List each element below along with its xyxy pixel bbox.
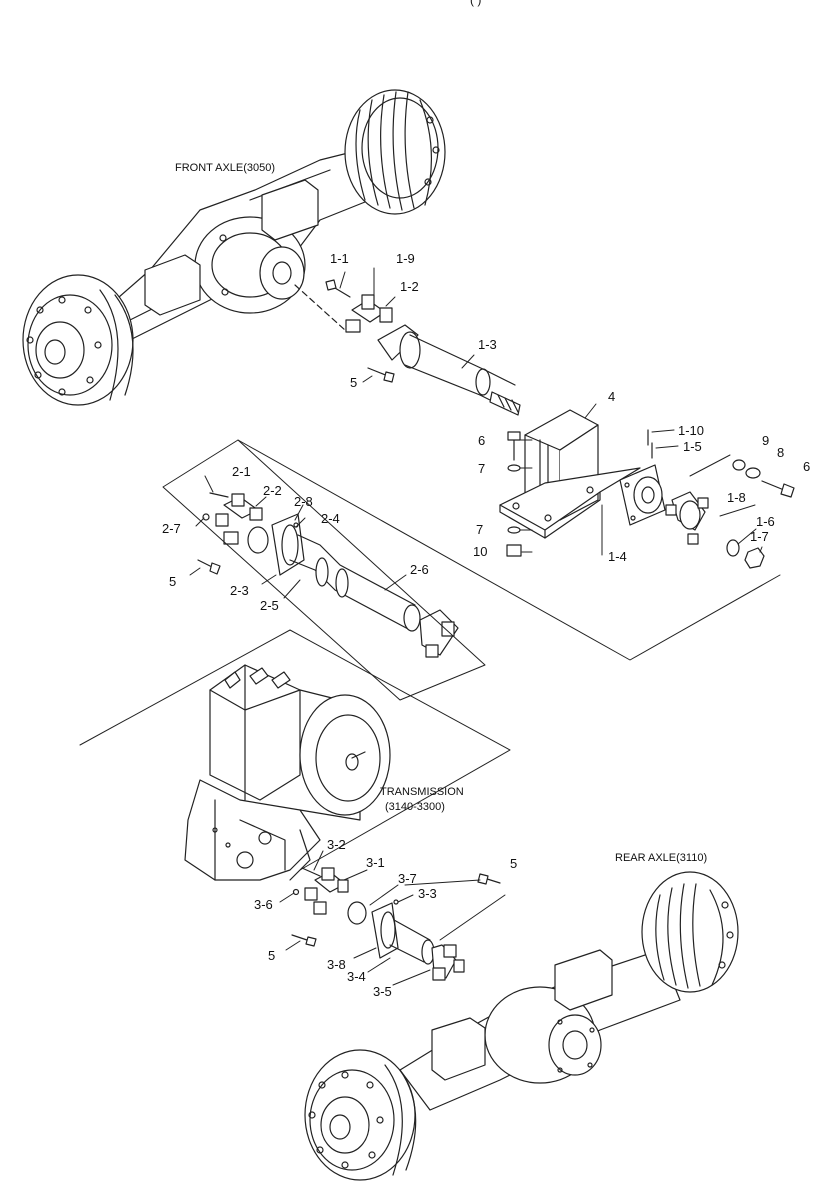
callout-1-6: 1-6 [756, 514, 775, 529]
rear-axle-caption: REAR AXLE(3110) [615, 852, 708, 864]
callout-1-7: 1-7 [750, 529, 769, 544]
callout-2-4: 2-4 [321, 511, 340, 526]
callout-1-8: 1-8 [727, 490, 746, 505]
callout-5-bottom: 5 [268, 948, 276, 963]
callout-2-5: 2-5 [260, 598, 279, 613]
rear-axle-illustration [304, 871, 739, 1181]
callout-1-2: 1-2 [400, 279, 419, 294]
callout-5-rear: 5 [510, 856, 518, 871]
callout-3-7: 3-7 [398, 871, 417, 886]
callout-5-mid: 5 [169, 574, 177, 589]
callout-1-4: 1-4 [608, 549, 627, 564]
callout-2-6: 2-6 [410, 562, 429, 577]
callout-6-right: 6 [803, 459, 811, 474]
rear-shaft-assembly [291, 867, 501, 981]
callout-3-4: 3-4 [347, 969, 366, 984]
center-bracket-and-bearing [499, 409, 795, 569]
callout-3-6: 3-6 [254, 897, 273, 912]
callout-8: 8 [777, 445, 785, 460]
transmission-range-caption: (3140-3300) [385, 801, 445, 813]
callout-10: 10 [473, 544, 488, 559]
callout-3-1: 3-1 [366, 855, 385, 870]
callout-4: 4 [608, 389, 616, 404]
callout-3-8: 3-8 [327, 957, 346, 972]
callout-2-1: 2-1 [232, 464, 251, 479]
header-fragment: ( ) [470, 0, 482, 7]
front-axle-caption: FRONT AXLE(3050) [175, 162, 276, 174]
front-axle-illustration [22, 89, 446, 406]
transmission-illustration [184, 664, 391, 881]
callout-1-10: 1-10 [678, 423, 705, 438]
callout-1-5: 1-5 [683, 439, 702, 454]
callout-2-7: 2-7 [162, 521, 181, 536]
transmission-caption: TRANSMISSION [380, 786, 464, 798]
callout-1-9: 1-9 [396, 251, 415, 266]
callout-2-8: 2-8 [294, 494, 313, 509]
callout-9: 9 [762, 433, 770, 448]
callout-6-left: 6 [478, 433, 486, 448]
callout-3-5: 3-5 [373, 984, 392, 999]
callout-3-2: 3-2 [327, 837, 346, 852]
assembly-outline-lines [79, 267, 781, 986]
callout-1-1: 1-1 [330, 251, 349, 266]
callout-3-3: 3-3 [418, 886, 437, 901]
callout-1-3: 1-3 [478, 337, 497, 352]
callout-7-upper: 7 [478, 461, 486, 476]
callout-2-2: 2-2 [263, 483, 282, 498]
front-shaft-assembly [294, 279, 521, 416]
middle-shaft-assembly [197, 492, 459, 658]
callout-2-3: 2-3 [230, 583, 249, 598]
callout-7-lower: 7 [476, 522, 484, 537]
callout-5-top: 5 [350, 375, 358, 390]
